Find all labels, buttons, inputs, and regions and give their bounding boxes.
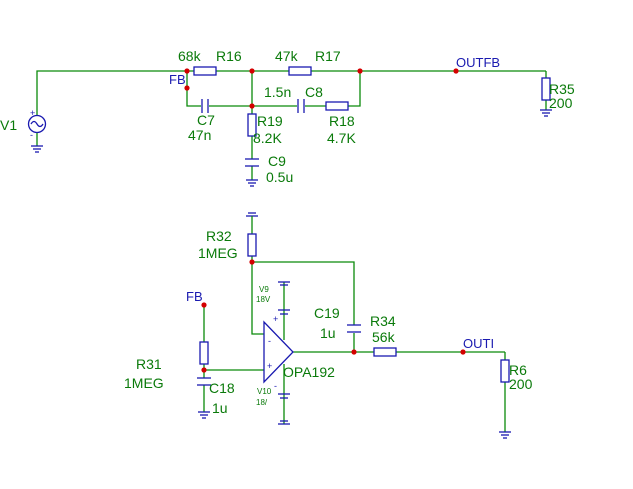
r31-value: 1MEG [124, 375, 164, 391]
c8-value: 1.5n [264, 84, 291, 100]
opamp-triangle[interactable] [263, 320, 294, 384]
ground-icon [198, 411, 210, 419]
r17-resistor[interactable] [288, 66, 312, 76]
v1-minus-pin: - [30, 130, 33, 140]
ground-icon [278, 281, 290, 286]
fb-net-label: FB [186, 289, 203, 304]
v10-minus-pin: - [274, 381, 277, 391]
outfb-net-label: OUTFB [456, 55, 500, 70]
r19-ref: R19 [257, 113, 283, 129]
r35-value: 200 [549, 95, 573, 111]
v9-plus-pin: + [273, 314, 278, 324]
junction-dots [184, 68, 466, 373]
opamp-noninverting-pin: + [267, 361, 272, 371]
c9-ref: C9 [268, 153, 286, 169]
r32-resistor[interactable] [247, 233, 257, 257]
v9-source[interactable] [278, 309, 290, 315]
r6-ref: R6 [509, 362, 527, 378]
r16-resistor[interactable] [193, 66, 217, 76]
r17-ref: R17 [315, 48, 341, 64]
r18-ref: R18 [329, 113, 355, 129]
c18-ref: C18 [209, 380, 235, 396]
opamp-inverting-pin: - [268, 336, 271, 346]
ground-icon [31, 145, 43, 153]
c19-ref: C19 [314, 305, 340, 321]
ground-icon [499, 431, 511, 439]
top-circuit-wires [36, 70, 547, 180]
r32-value: 1MEG [198, 245, 238, 261]
ground-icon [540, 109, 552, 117]
r19-resistor[interactable] [247, 113, 257, 137]
r35-ref: R35 [549, 81, 575, 97]
r34-value: 56k [372, 329, 396, 345]
r6-resistor[interactable] [500, 359, 510, 383]
r34-resistor[interactable] [373, 347, 397, 357]
opamp-label: OPA192 [283, 364, 335, 380]
r18-resistor[interactable] [325, 101, 349, 111]
c9-capacitor[interactable] [245, 158, 259, 167]
outi-net-label: OUTI [463, 336, 494, 351]
c8-ref: C8 [305, 84, 323, 100]
r18-value: 4.7K [327, 130, 356, 146]
v1-label: V1 [0, 117, 17, 133]
c9-value: 0.5u [266, 169, 293, 185]
c7-capacitor[interactable] [201, 99, 209, 113]
r17-value: 47k [275, 48, 299, 64]
r19-value: 8.2K [253, 130, 282, 146]
v10-value: 18/ [256, 398, 268, 407]
c7-value: 47n [188, 127, 211, 143]
r16-ref: R16 [216, 48, 242, 64]
r6-value: 200 [509, 376, 533, 392]
c19-capacitor[interactable] [347, 324, 361, 333]
v1-plus-pin: + [30, 108, 35, 118]
c8-capacitor[interactable] [297, 99, 305, 113]
v9-ref: V9 [259, 285, 269, 294]
c18-capacitor[interactable] [197, 377, 211, 386]
ground-icon [278, 420, 290, 425]
r32-ref: R32 [206, 228, 232, 244]
v10-source[interactable] [278, 393, 290, 399]
r31-ref: R31 [136, 356, 162, 372]
r31-resistor[interactable] [199, 341, 209, 365]
r34-ref: R34 [370, 313, 396, 329]
v9-value: 18V [256, 295, 271, 304]
c19-value: 1u [320, 325, 336, 341]
fb-net-label: FB [169, 72, 186, 87]
r35-resistor[interactable] [541, 77, 551, 101]
c7-ref: C7 [197, 112, 215, 128]
v1-source[interactable] [27, 112, 47, 146]
v10-ref: V10 [257, 387, 272, 396]
r16-value: 68k [178, 48, 202, 64]
ground-icon [246, 212, 258, 217]
c18-value: 1u [212, 400, 228, 416]
bottom-circuit-wires [203, 256, 506, 432]
ground-icon [246, 179, 258, 187]
